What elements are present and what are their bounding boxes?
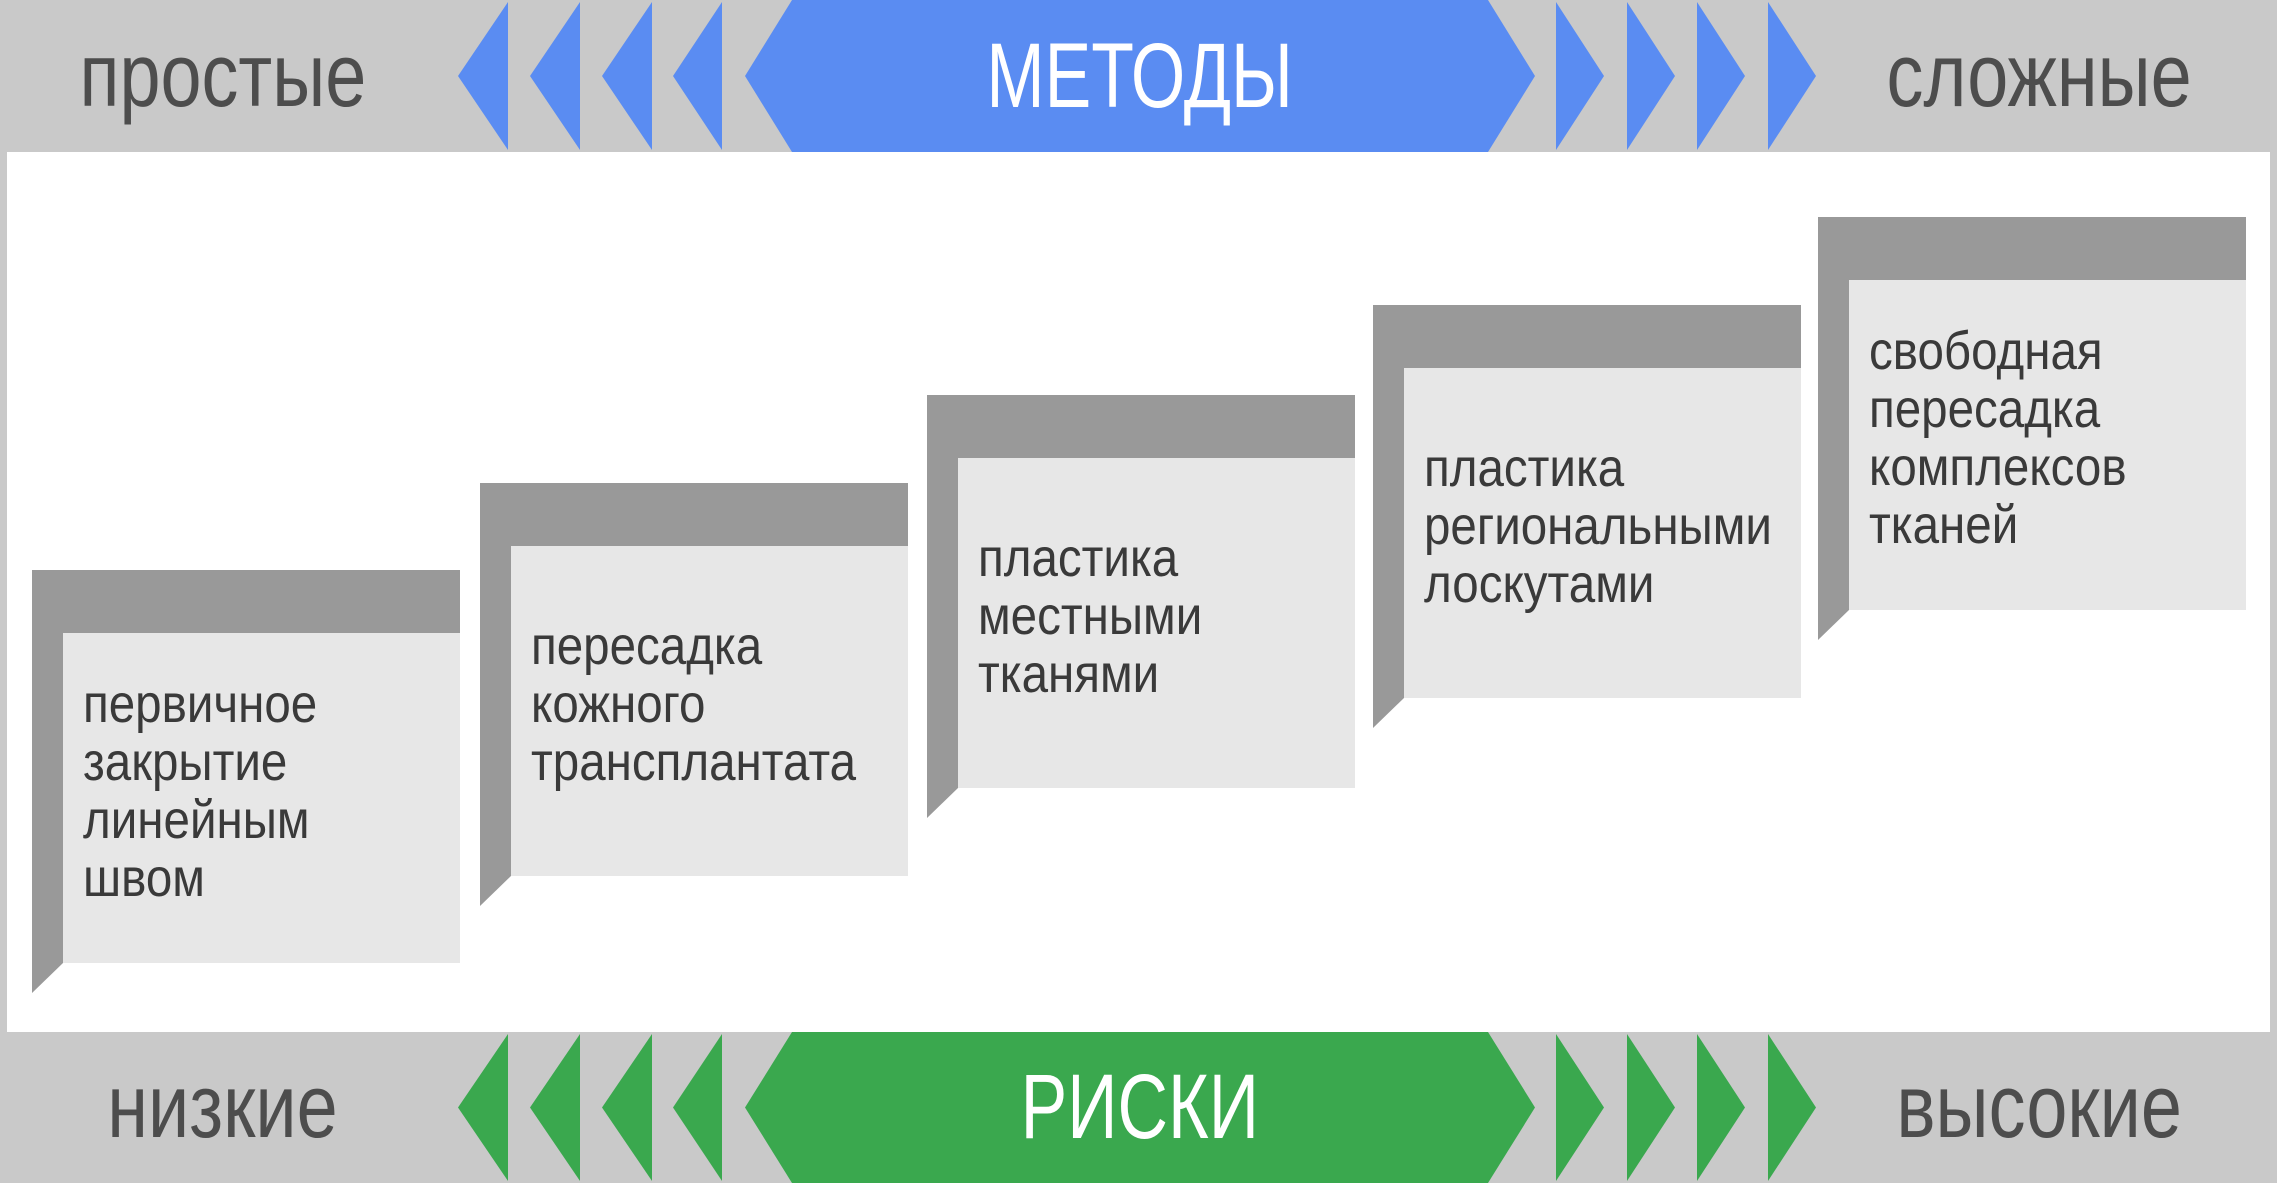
methods-high-label: сложные [1886, 25, 2193, 126]
card-shadow-flag-icon [480, 483, 908, 906]
chevron-left-icon [530, 2, 580, 150]
card-shadow-flag-icon [32, 570, 460, 993]
risks-banner-title: РИСКИ [1020, 1056, 1260, 1158]
step-card: пересадка кожного трансплантата [480, 483, 908, 906]
chevron-right-icon [1768, 1033, 1816, 1182]
chevron-right-icon [1627, 1033, 1675, 1182]
step-card-label: пластика региональными лоскутами [1424, 438, 1772, 614]
chevron-left-icon [673, 2, 722, 150]
chevron-left-icon [458, 2, 508, 150]
methods-axis-bar: простые МЕТОДЫ сложные [0, 0, 2277, 152]
step-card-face: пластика местными тканями [958, 458, 1355, 788]
step-card-label: пересадка кожного трансплантата [531, 616, 857, 792]
chevron-left-icon [602, 1033, 652, 1182]
chevron-left-icon [602, 2, 652, 150]
chevron-left-icon [673, 1033, 722, 1182]
step-card: пластика местными тканями [927, 395, 1355, 818]
methods-banner-title: МЕТОДЫ [986, 24, 1294, 127]
methods-low-label: простые [79, 25, 366, 126]
chevron-right-icon [1697, 1033, 1745, 1182]
step-card-face: первичное закрытие линейным швом [63, 633, 460, 963]
chevron-right-icon [1556, 1033, 1604, 1182]
step-card-label: первичное закрытие линейным швом [83, 674, 318, 908]
chevron-left-icon [458, 1033, 508, 1182]
step-card: первичное закрытие линейным швом [32, 570, 460, 993]
risks-axis-bar: низкие РИСКИ высокие [0, 1032, 2277, 1183]
step-card-face: свободная пересадка комплексов тканей [1849, 280, 2246, 610]
risks-ribbon-banner [745, 1032, 1535, 1183]
step-card-face: пересадка кожного трансплантата [511, 546, 908, 876]
risks-high-label: высокие [1896, 1057, 2183, 1157]
methods-arrows-graphic [458, 0, 1816, 152]
card-shadow-flag-icon [1373, 305, 1801, 728]
card-shadow-flag-icon [1818, 217, 2246, 640]
step-card-label: свободная пересадка комплексов тканей [1869, 321, 2127, 555]
chevron-right-icon [1627, 2, 1675, 150]
card-shadow-flag-icon [927, 395, 1355, 818]
step-card: пластика региональными лоскутами [1373, 305, 1801, 728]
step-card-face: пластика региональными лоскутами [1404, 368, 1801, 698]
chevron-right-icon [1556, 2, 1604, 150]
step-card-label: пластика местными тканями [978, 528, 1203, 704]
methods-ribbon-banner [745, 0, 1535, 152]
risks-low-label: низкие [107, 1057, 338, 1157]
chevron-right-icon [1768, 2, 1816, 150]
step-card: свободная пересадка комплексов тканей [1818, 217, 2246, 640]
chevron-left-icon [530, 1033, 580, 1182]
chevron-right-icon [1697, 2, 1745, 150]
risks-arrows-graphic [458, 1032, 1816, 1183]
